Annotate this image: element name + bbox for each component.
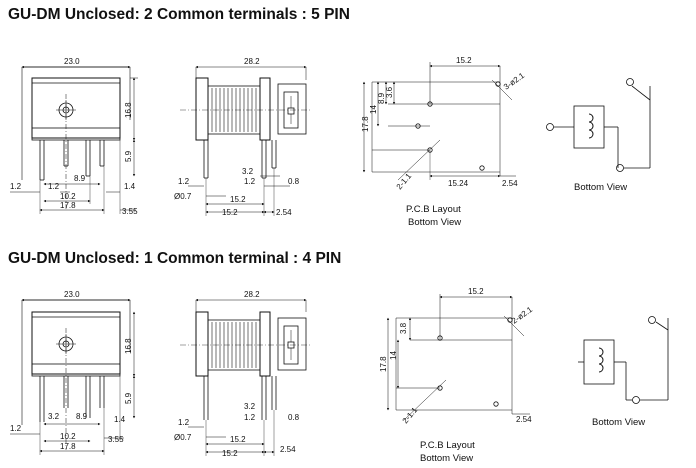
side-width-label: 28.2 xyxy=(244,290,260,299)
side-d-c-label: 0.8 xyxy=(288,413,300,422)
front-view-1 xyxy=(10,65,138,214)
pcb-top-label: 15.2 xyxy=(456,56,472,65)
side-pin-diameter-label: Ø0.7 xyxy=(174,433,192,442)
side-pitch-c-label: 2.54 xyxy=(280,445,296,454)
front-d-left-label: 1.2 xyxy=(10,182,22,191)
pcb-caption-1: P.C.B Layout xyxy=(406,204,461,215)
front-d-left-label: 1.2 xyxy=(10,424,22,433)
schematic-caption: Bottom View xyxy=(592,417,645,428)
front-bottom-label: 3.55 xyxy=(122,207,138,216)
side-d-left-label: 1.2 xyxy=(178,177,190,186)
pcb-caption-1: P.C.B Layout xyxy=(420,440,475,451)
side-pitch-b-label: 15.2 xyxy=(222,208,238,217)
schematic-caption: Bottom View xyxy=(574,182,627,193)
front-height-label: 16.8 xyxy=(124,338,133,354)
side-view-2 xyxy=(180,298,310,456)
front-pin-height-label: 5.9 xyxy=(124,150,133,162)
pcb-layout-2 xyxy=(386,294,530,421)
front-width-label: 23.0 xyxy=(64,290,80,299)
pcb-h-b-label: 3.6 xyxy=(385,86,394,98)
pcb-caption-2: Bottom View xyxy=(408,217,461,228)
side-width-label: 28.2 xyxy=(244,57,260,66)
front-bottom-label: 3.55 xyxy=(108,435,124,444)
pcb-h-mid-label: 14 xyxy=(389,351,398,360)
side-d-b-label: 1.2 xyxy=(244,413,256,422)
side-d-a-label: 3.2 xyxy=(244,402,256,411)
side-pitch-a-label: 15.2 xyxy=(230,435,246,444)
pcb-h-a-label: 8.9 xyxy=(377,92,386,104)
pcb-h-total-label: 17.8 xyxy=(361,116,370,132)
front-pin-height-label: 5.9 xyxy=(124,392,133,404)
side-d-left-label: 1.2 xyxy=(178,418,190,427)
pcb-bottom-b-label: 2.54 xyxy=(502,179,518,188)
pcb-hole2-label: 2-1.1 xyxy=(395,171,414,191)
schematic-2 xyxy=(578,316,669,404)
side-pitch-a-label: 15.2 xyxy=(230,195,246,204)
side-pitch-c-label: 2.54 xyxy=(276,208,292,217)
pcb-hole-label: 3-ø2.1 xyxy=(502,71,527,92)
front-d-mid-label: 1.2 xyxy=(48,182,60,191)
pcb-bottom-a-label: 15.24 xyxy=(448,179,469,188)
section-1 xyxy=(10,62,651,216)
front-view-2 xyxy=(10,298,136,455)
front-width-label: 23.0 xyxy=(64,57,80,66)
side-pitch-b-label: 15.2 xyxy=(222,449,238,458)
front-pitch-label: 8.9 xyxy=(76,412,88,421)
front-d-right-label: 1.4 xyxy=(124,182,136,191)
front-w3-label: 17.8 xyxy=(60,442,76,451)
side-view-1 xyxy=(180,65,310,216)
schematic-1 xyxy=(546,78,651,172)
pcb-h-total-label: 17.8 xyxy=(379,356,388,372)
front-pitch-label: 8.9 xyxy=(74,174,86,183)
front-w2-label: 10.2 xyxy=(60,192,76,201)
side-d-b-label: 1.2 xyxy=(244,177,256,186)
side-d-a-label: 3.2 xyxy=(242,167,254,176)
pcb-h-b-label: 3.8 xyxy=(399,322,408,334)
pcb-layout-1 xyxy=(362,62,516,181)
pcb-hole-label: 2-ø2.1 xyxy=(510,305,535,326)
section-1-title: GU-DM Unclosed: 2 Common terminals : 5 P… xyxy=(8,6,350,23)
side-d-c-label: 0.8 xyxy=(288,177,300,186)
pcb-caption-2: Bottom View xyxy=(420,453,473,464)
front-height-label: 16.8 xyxy=(124,102,133,118)
front-w3-label: 17.8 xyxy=(60,201,76,210)
front-d-right-label: 1.4 xyxy=(114,415,126,424)
section-2 xyxy=(10,294,669,456)
front-w2-label: 10.2 xyxy=(60,432,76,441)
pcb-h-mid-label: 14 xyxy=(369,105,378,114)
section-2-title: GU-DM Unclosed: 1 Common terminal : 4 PI… xyxy=(8,250,342,267)
pcb-top-label: 15.2 xyxy=(468,287,484,296)
front-d-mid-label: 3.2 xyxy=(48,412,60,421)
side-pin-diameter-label: Ø0.7 xyxy=(174,192,192,201)
pcb-bottom-b-label: 2.54 xyxy=(516,415,532,424)
